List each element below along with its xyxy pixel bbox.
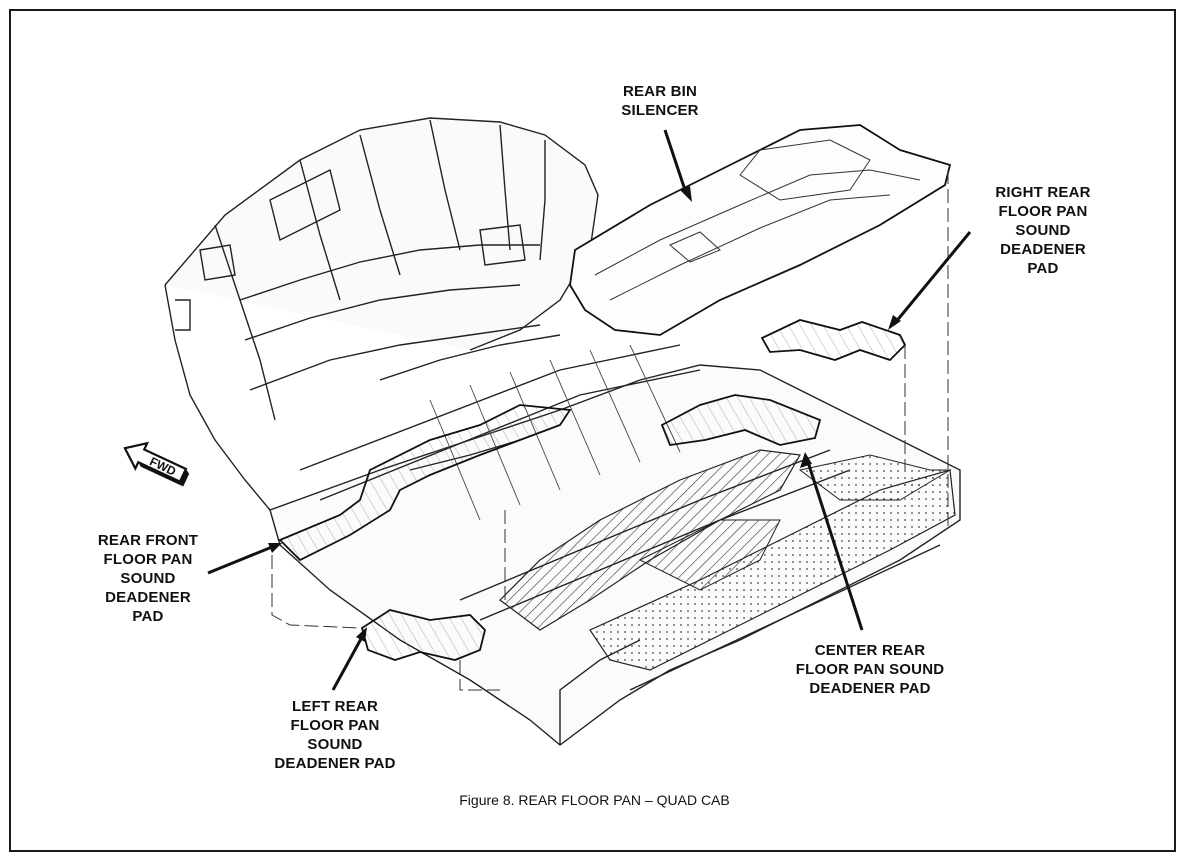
callout-rear-bin-silencer: REAR BIN SILENCER — [621, 83, 699, 119]
leader-arrows — [207, 129, 972, 691]
forward-arrow-icon: FWD — [123, 441, 190, 487]
callout-rear-front-pad: REAR FRONT FLOOR PAN SOUND DEADENER PAD — [97, 532, 199, 625]
arrowheads — [268, 186, 901, 642]
right-rear-pad-part — [760, 319, 907, 362]
figure-caption: Figure 8. REAR FLOOR PAN – QUAD CAB — [459, 792, 730, 808]
center-rear-pad-part — [660, 394, 822, 446]
rear-floor-dotted-area — [589, 469, 956, 671]
tunnel-hatched-area — [499, 449, 801, 631]
callout-left-rear-pad: LEFT REAR FLOOR PAN SOUND DEADENER PAD — [274, 698, 396, 772]
callout-right-rear-pad: RIGHT REAR FLOOR PAN SOUND DEADENER PAD — [995, 184, 1091, 277]
rear-bin-silencer-part — [569, 124, 952, 336]
callout-center-rear-pad: CENTER REAR FLOOR PAN SOUND DEADENER PAD — [795, 642, 945, 697]
rear-floor-dotted-area-right — [798, 454, 952, 501]
alignment-lines — [271, 170, 949, 691]
cab-body-structure — [164, 117, 599, 511]
rear-front-pad-part — [278, 404, 572, 562]
left-rear-pad-part — [360, 609, 486, 661]
